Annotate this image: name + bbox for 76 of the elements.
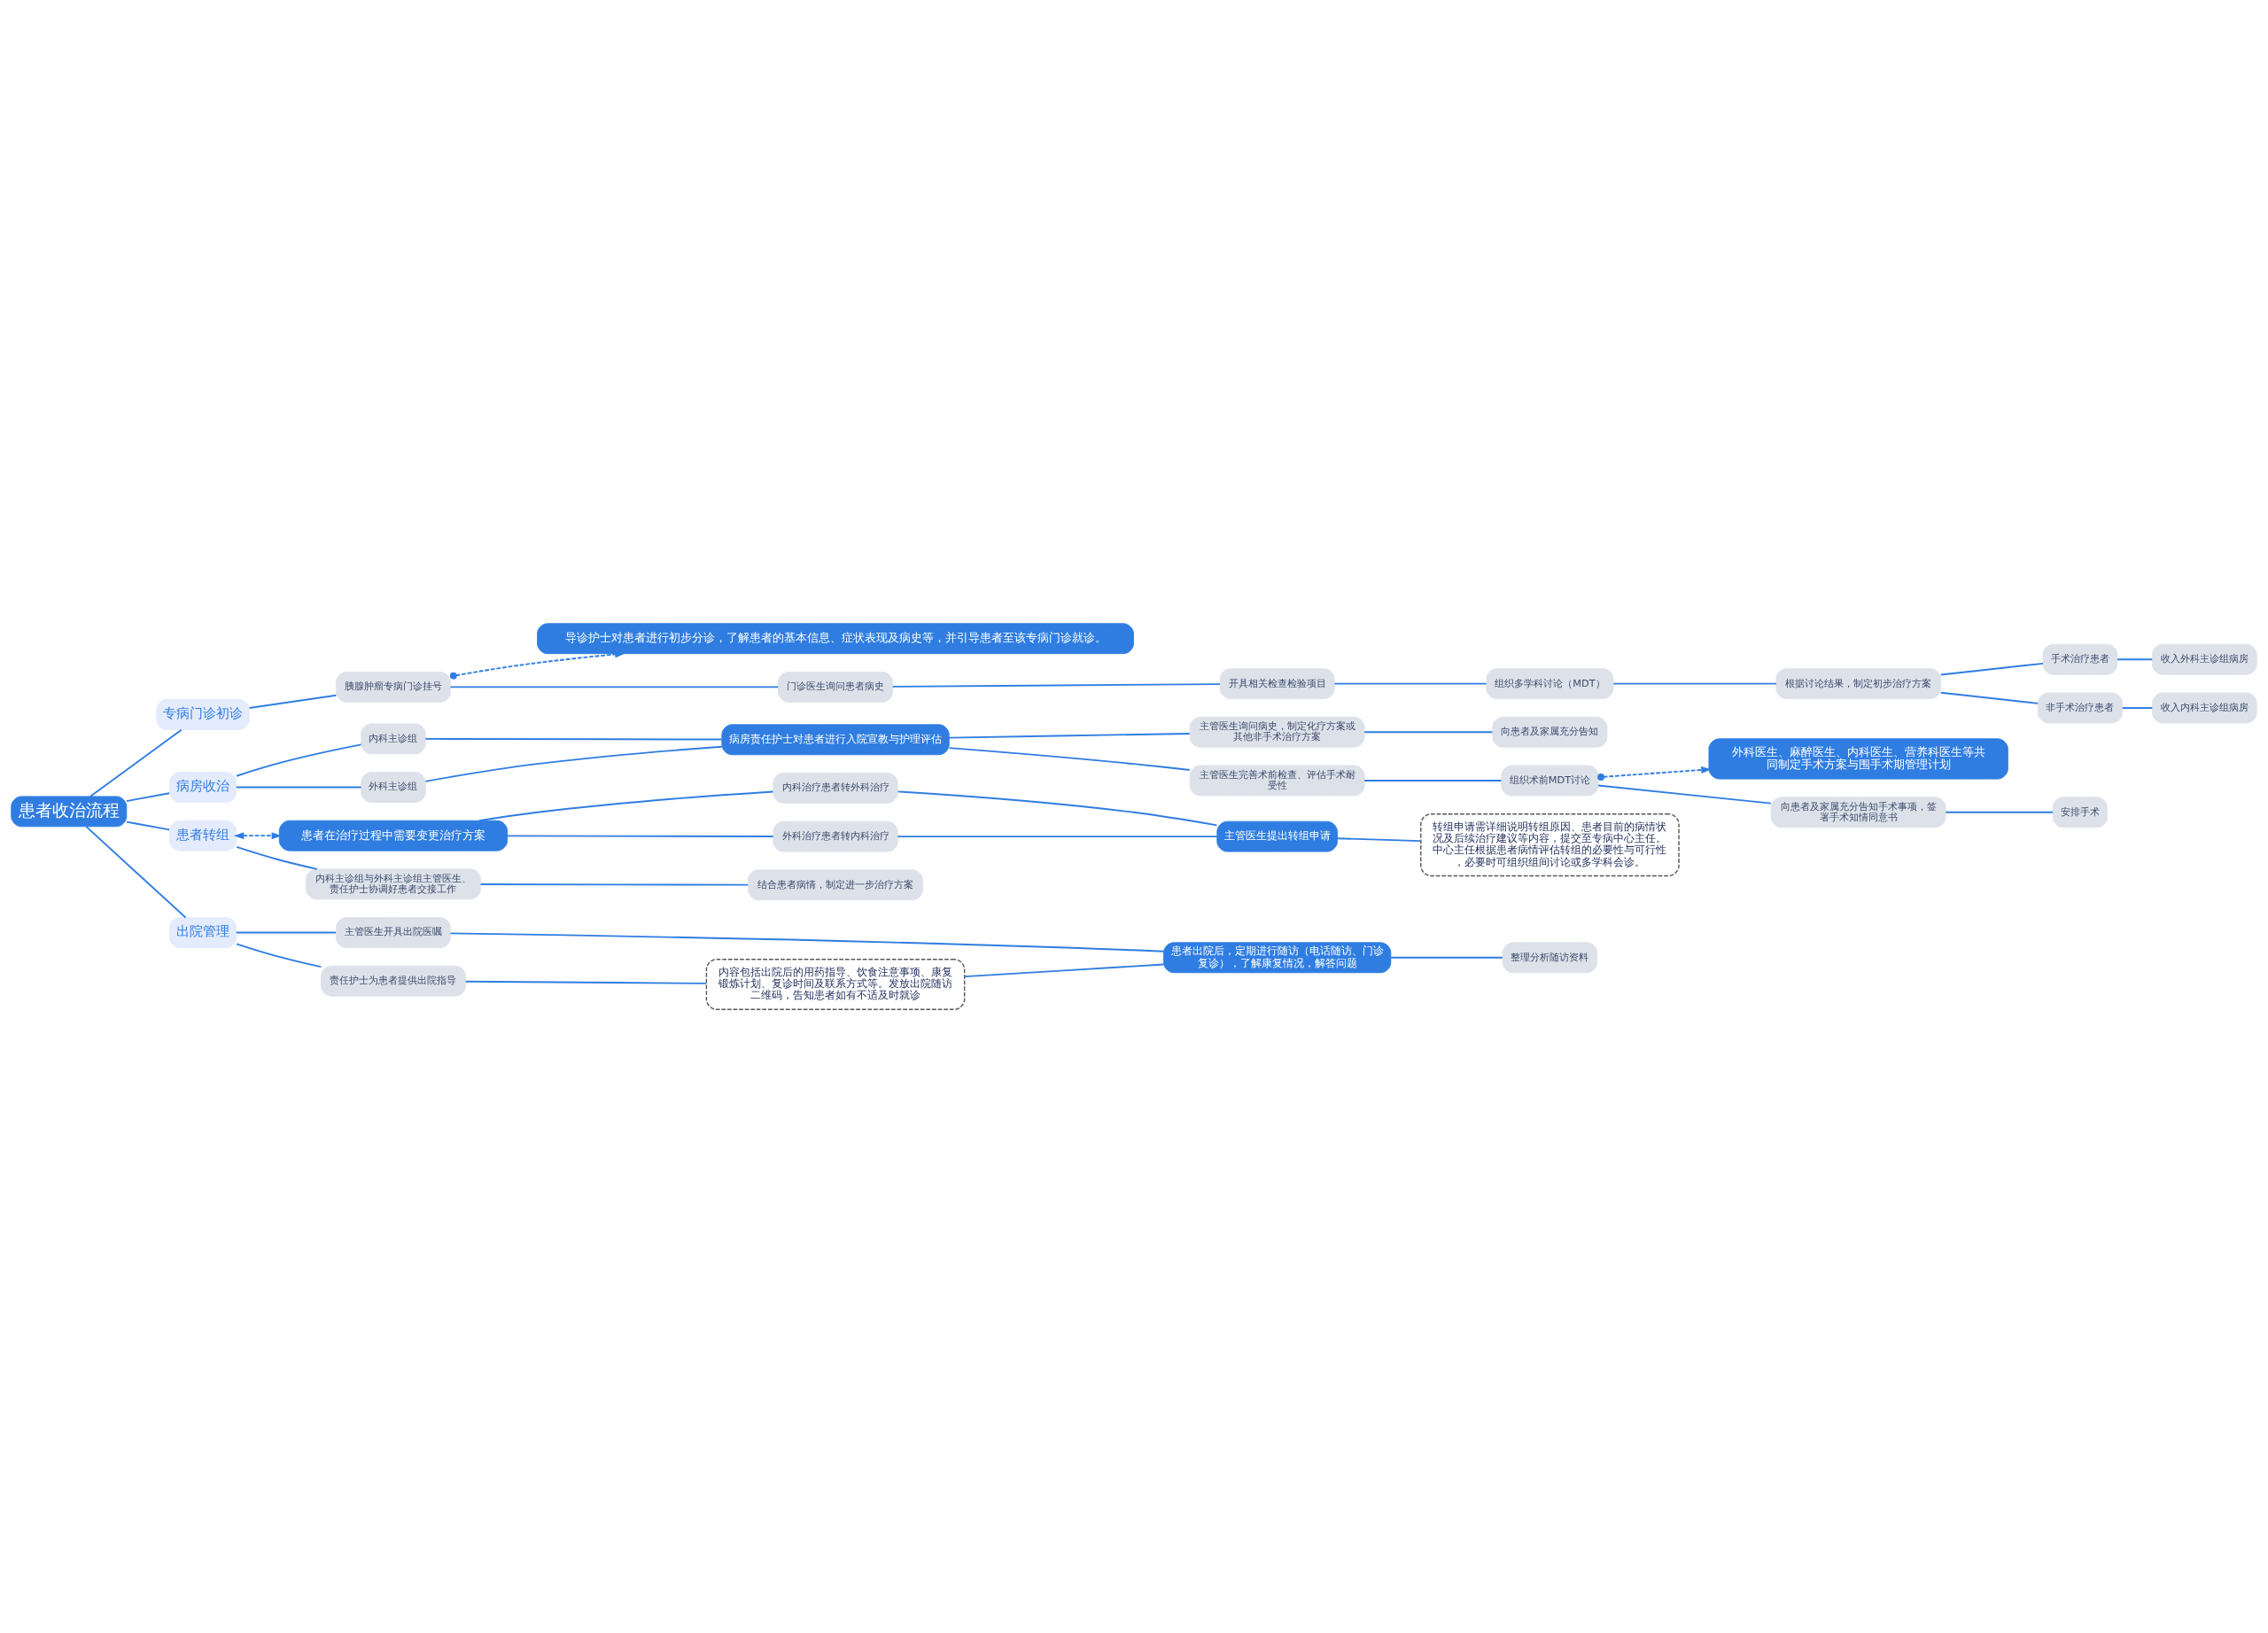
node-box: 开具相关检查检验项目 xyxy=(1219,668,1335,700)
connector xyxy=(2117,658,2154,661)
arrow xyxy=(449,650,625,680)
connector xyxy=(1363,780,1503,782)
connector xyxy=(89,728,183,797)
node-box: 胰腺肿瘤专病门诊挂号 xyxy=(335,671,451,703)
connector xyxy=(897,836,1218,838)
node-box: 门诊医生询问患者病史 xyxy=(778,671,894,703)
connector xyxy=(126,820,171,831)
connector xyxy=(1333,682,1487,685)
connector xyxy=(1390,956,1503,959)
node-box: 外科主诊组 xyxy=(361,772,426,803)
node-box: 内科主诊组 xyxy=(361,723,426,755)
node-box: 患者收治流程 xyxy=(11,796,128,828)
node-box: 病房责任护士对患者进行入院宣教与护理评估 xyxy=(721,724,950,756)
node-box: 组织多学科讨论（MDT） xyxy=(1486,668,1614,700)
connector xyxy=(235,786,362,789)
node-box: 收入内科主诊组病房 xyxy=(2151,692,2257,724)
node-box: 责任护士为患者提供出院指导 xyxy=(320,965,466,997)
connector xyxy=(1612,682,1777,685)
connector xyxy=(248,694,338,709)
node-box: 向患者及家属充分告知手术事项，签署手术知情同意书 xyxy=(1770,797,1946,828)
node-box: 患者出院后，定期进行随访（电话随访、门诊复诊），了解康复情况，解答问题 xyxy=(1163,942,1392,974)
connector xyxy=(236,743,362,777)
node-box: 手术治疗患者 xyxy=(2042,643,2118,675)
node-box: 整理分析随访资料 xyxy=(1502,942,1598,974)
node-box: 组织术前MDT讨论 xyxy=(1501,765,1599,797)
node-box: 主管医生询问病史，制定化疗方案或其他非手术治疗方案 xyxy=(1189,716,1365,748)
connector xyxy=(424,745,723,782)
connector xyxy=(236,943,322,968)
connector xyxy=(1939,662,2044,676)
node-box: 转组申请需详细说明转组原因、患者目前的病情状况及后续治疗建议等内容，提交至专病中心主任。中心主任根据患者病情评估转组的必要性与可行性，必要时可组织组间讨论或多学科会诊。 xyxy=(1420,813,1680,877)
connector xyxy=(897,790,1218,827)
node-box: 结合患者病情，制定进一步治疗方案 xyxy=(748,869,923,901)
node-box: 专病门诊初诊 xyxy=(156,699,250,730)
connector xyxy=(449,686,780,688)
node-box: 患者转组 xyxy=(168,820,237,851)
node-box: 向患者及家属充分告知 xyxy=(1492,716,1608,748)
node-box: 收入外科主诊组病房 xyxy=(2151,643,2257,675)
node-box: 根据讨论结果，制定初步治疗方案 xyxy=(1775,668,1941,700)
connector xyxy=(478,790,774,822)
connector xyxy=(1939,691,2039,704)
connector xyxy=(464,980,708,984)
connector xyxy=(948,733,1191,739)
connector xyxy=(964,963,1165,978)
node-box: 主管医生完善术前检查、评估手术耐受性 xyxy=(1189,765,1365,797)
node-box: 病房收治 xyxy=(168,772,237,803)
node-box: 主管医生提出转组申请 xyxy=(1216,820,1338,852)
connector xyxy=(1945,811,2054,813)
node-box: 导诊护士对患者进行初步分诊，了解患者的基本信息、症状表现及病史等，并引导患者至该专病门诊就诊。 xyxy=(537,623,1134,655)
connector xyxy=(424,737,723,741)
connector xyxy=(1597,784,1772,805)
arrow xyxy=(234,832,282,840)
node-box: 非手术治疗患者 xyxy=(2037,692,2123,724)
connector xyxy=(506,835,774,837)
node-box: 外科医生、麻醉医生、内科医生、营养科医生等共同制定手术方案与围手术期管理计划 xyxy=(1708,738,2008,780)
node-box: 出院管理 xyxy=(168,917,237,948)
connector xyxy=(1336,837,1422,843)
connector xyxy=(449,932,1165,953)
connector xyxy=(2121,707,2154,709)
node-box: 外科治疗患者转内科治疗 xyxy=(773,820,898,852)
connector xyxy=(1363,731,1494,734)
node-box: 患者在治疗过程中需要变更治疗方案 xyxy=(278,820,509,851)
arrow xyxy=(1597,766,1712,781)
node-box: 内容包括出院后的用药指导、饮食注意事项、康复锻炼计划、复诊时间及联系方式等。发放出院随访二维码，告知患者如有不适及时就诊 xyxy=(705,958,966,1010)
node-box: 内科治疗患者转外科治疗 xyxy=(773,773,898,804)
connector xyxy=(948,747,1191,771)
connector xyxy=(235,931,338,934)
connector xyxy=(479,883,750,886)
connector xyxy=(236,846,318,870)
node-box: 主管医生开具出院医嘱 xyxy=(335,917,451,948)
connector xyxy=(85,825,187,919)
connector xyxy=(126,792,171,803)
node-box: 内科主诊组与外科主诊组主管医生、责任护士协调好患者交接工作 xyxy=(306,868,481,900)
node-box: 安排手术 xyxy=(2052,797,2108,828)
connector xyxy=(891,683,1221,688)
